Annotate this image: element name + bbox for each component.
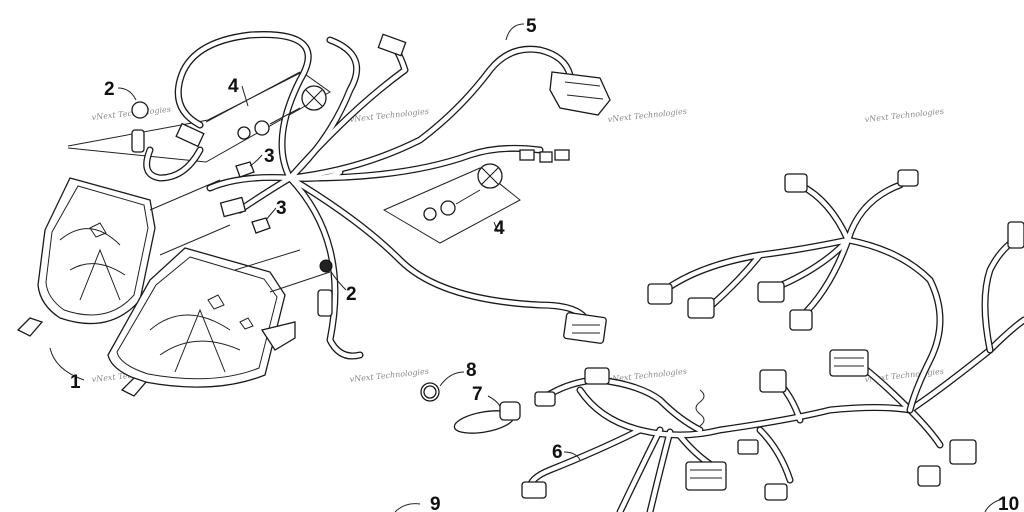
callout-8: 8 bbox=[439, 360, 477, 387]
callout-label: 4 bbox=[228, 76, 239, 97]
callout-5: 5 bbox=[505, 16, 537, 41]
callout-label: 9 bbox=[430, 494, 441, 512]
callout-label: 2 bbox=[346, 284, 357, 305]
callout-9: 9 bbox=[430, 494, 441, 512]
callout-7: 7 bbox=[472, 384, 501, 407]
watermark: vNext Technologies bbox=[349, 367, 429, 384]
callout-label: 3 bbox=[276, 198, 287, 219]
wiring-harness-upper-right bbox=[647, 169, 1024, 414]
callout-label: 5 bbox=[526, 16, 537, 37]
wiring-harness-6 bbox=[521, 316, 1024, 512]
watermark: vNext Technologies bbox=[864, 107, 944, 124]
callout-label: 7 bbox=[472, 384, 483, 405]
callout-label: 1 bbox=[70, 372, 81, 393]
headlight-left bbox=[16, 177, 156, 337]
callout-1: 1 bbox=[49, 347, 85, 393]
callout-3-lower: 3 bbox=[265, 198, 287, 221]
callout-2-right: 2 bbox=[329, 269, 357, 305]
adjuster-left bbox=[237, 85, 327, 140]
watermark: vNext Technologies bbox=[91, 105, 171, 122]
bulb-assemblies bbox=[131, 101, 333, 317]
callout-label: 6 bbox=[552, 442, 563, 463]
callout-label: 10 bbox=[998, 494, 1019, 512]
callout-3-upper: 3 bbox=[249, 146, 275, 167]
adjuster-right bbox=[423, 163, 503, 221]
part-7-8 bbox=[420, 382, 521, 434]
callout-label: 8 bbox=[466, 360, 477, 381]
callout-4-upper: 4 bbox=[205, 71, 301, 123]
part-9-10 bbox=[394, 497, 1006, 512]
callout-2-left: 2 bbox=[104, 79, 137, 101]
callout-6: 6 bbox=[552, 442, 581, 463]
main-wiring-harness bbox=[143, 31, 611, 360]
headlight-right bbox=[107, 247, 296, 397]
callout-label: 3 bbox=[264, 146, 275, 167]
callout-label: 4 bbox=[494, 218, 505, 239]
watermark: vNext Technologies bbox=[607, 107, 687, 124]
callout-4-lower: 4 bbox=[493, 218, 505, 239]
callout-10: 10 bbox=[998, 494, 1019, 512]
callout-label: 2 bbox=[104, 79, 115, 100]
